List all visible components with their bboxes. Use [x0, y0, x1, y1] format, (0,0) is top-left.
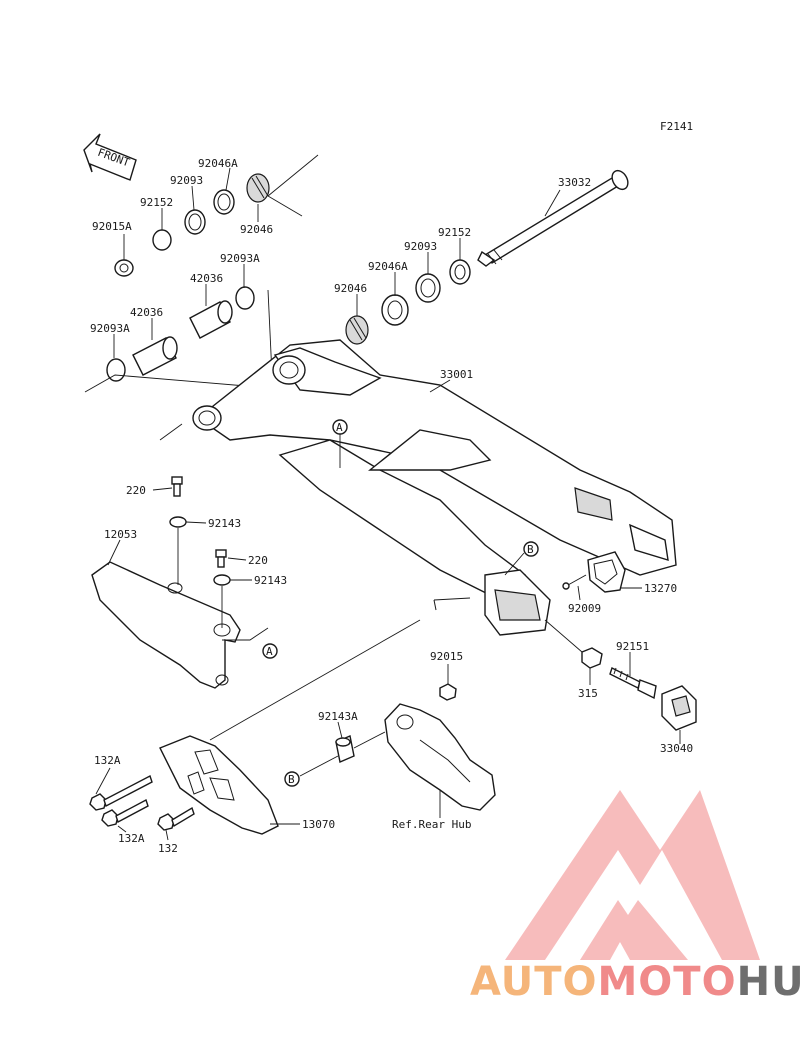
- watermark-auto: AUTO: [470, 959, 598, 1005]
- ref-note: Ref.Rear Hub: [392, 818, 471, 831]
- label-92093A-top: 92093A: [220, 252, 260, 265]
- leader-92093-top: [191, 185, 195, 211]
- leader-33001: [429, 379, 451, 393]
- leader-132: [165, 829, 169, 841]
- callout-B-swingarm: B: [504, 541, 539, 576]
- label-132A-a: 132A: [94, 754, 121, 767]
- label-13070: 13070: [302, 818, 335, 831]
- label-42036-top: 42036: [190, 272, 223, 285]
- label-132: 132: [158, 842, 178, 855]
- projection-lines-upper: [267, 154, 319, 197]
- leader-92046A-top: [225, 167, 231, 191]
- label-315: 315: [578, 687, 598, 700]
- label-13270: 13270: [644, 582, 677, 595]
- label-132A-b: 132A: [118, 832, 145, 845]
- collar-92143A: [335, 735, 355, 763]
- nut-92015: [439, 683, 457, 701]
- callout-A-swingarm-text: A: [336, 421, 343, 434]
- bolt-220-b: [215, 549, 227, 568]
- label-92046A-top: 92046A: [198, 157, 238, 170]
- label-33040: 33040: [660, 742, 693, 755]
- label-220-a: 220: [126, 484, 146, 497]
- bolt-220-a: [171, 476, 183, 497]
- right-pivot-parts: [345, 259, 471, 345]
- callout-A-slider: A: [222, 627, 278, 659]
- washer-92143-a: [169, 516, 187, 528]
- label-33001: 33001: [440, 368, 473, 381]
- label-92151: 92151: [616, 640, 649, 653]
- callout-B-guide: B: [284, 755, 339, 787]
- leader-92143-a: [185, 521, 207, 524]
- label-42036-low: 42036: [130, 306, 163, 319]
- label-92152-r: 92152: [438, 226, 471, 239]
- figure-code: F2141: [660, 120, 693, 133]
- bolt-132: [157, 806, 195, 831]
- screw-92009: [562, 574, 587, 590]
- block-33040: [661, 685, 697, 731]
- label-92143A: 92143A: [318, 710, 358, 723]
- label-33032: 33032: [558, 176, 591, 189]
- axis-315: [544, 619, 583, 653]
- watermark-text: AUTOMOTOHUB: [470, 959, 800, 1005]
- leader-220-a: [152, 487, 173, 491]
- pivot-shaft: [477, 169, 629, 267]
- projection-lines-upper-2: [267, 195, 303, 217]
- projection-line-guide-2: [353, 731, 386, 749]
- projection-lines-left-2: [159, 423, 183, 441]
- bolt-92151: [609, 667, 657, 700]
- watermark-moto: MOTO: [598, 959, 737, 1005]
- leader-132A-b: [117, 825, 127, 833]
- label-92093A-low: 92093A: [90, 322, 130, 335]
- callout-A-slider-text: A: [266, 645, 273, 658]
- callout-A-swingarm: A: [332, 419, 348, 468]
- label-12053: 12053: [104, 528, 137, 541]
- front-arrow: FRONT: [83, 133, 137, 181]
- nut-315: [581, 647, 603, 669]
- label-220-b: 220: [248, 554, 268, 567]
- watermark-logo: [505, 790, 760, 960]
- washer-92143-b: [213, 574, 231, 586]
- leader-33032: [544, 189, 561, 217]
- callout-B-guide-text: B: [288, 773, 295, 786]
- chain-adjuster-plate: [587, 551, 626, 593]
- label-92093-r: 92093: [404, 240, 437, 253]
- leader-92009: [577, 585, 581, 601]
- label-92015A: 92015A: [92, 220, 132, 233]
- label-92009: 92009: [568, 602, 601, 615]
- leader-220-b: [227, 557, 247, 561]
- label-92143-a: 92143: [208, 517, 241, 530]
- bolt-132A-b: [101, 798, 149, 827]
- bolt-132A-a: [89, 774, 153, 811]
- projection-line-guide: [209, 619, 421, 741]
- watermark-hub: HUB: [737, 959, 800, 1005]
- projection-lines-left: [84, 374, 271, 393]
- label-92046A-r: 92046A: [368, 260, 408, 273]
- label-92015: 92015: [430, 650, 463, 663]
- label-92046-r: 92046: [334, 282, 367, 295]
- leader-92143A: [337, 721, 343, 739]
- leader-12053: [107, 539, 121, 566]
- label-92046-top: 92046: [240, 223, 273, 236]
- swingarm: [192, 339, 677, 636]
- leader-132A-a: [95, 767, 111, 795]
- left-pivot-parts: [106, 173, 270, 382]
- label-92093-top: 92093: [170, 174, 203, 187]
- chain-guide: [384, 703, 496, 811]
- label-92152-top: 92152: [140, 196, 173, 209]
- callout-B-swingarm-text: B: [527, 543, 534, 556]
- guide-plate-13070: [159, 735, 279, 835]
- label-92143-b: 92143: [254, 574, 287, 587]
